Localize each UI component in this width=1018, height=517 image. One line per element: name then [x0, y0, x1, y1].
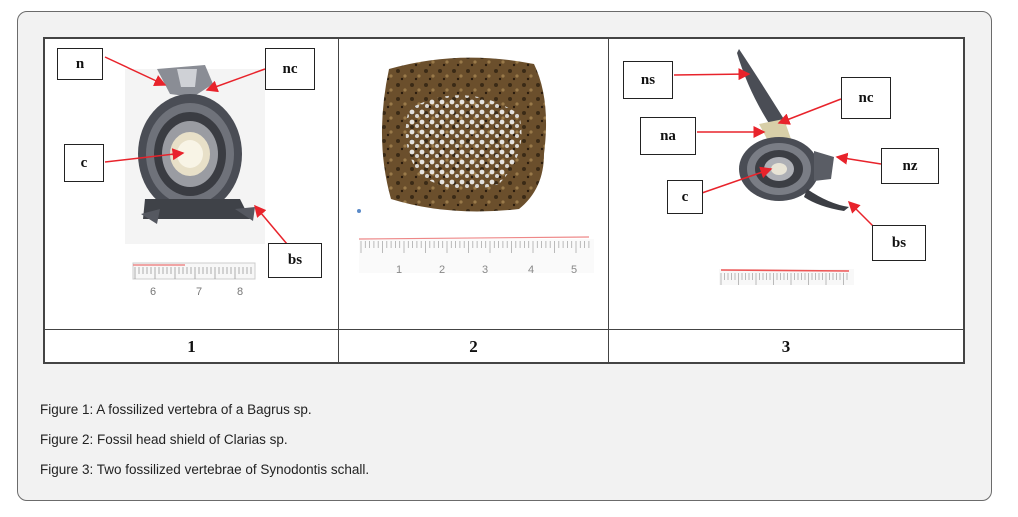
label-nc: nc — [841, 77, 891, 119]
panel-2: 1 2 3 4 5 — [339, 39, 609, 329]
label-ns: ns — [623, 61, 673, 99]
label-bs: bs — [872, 225, 926, 261]
figure-table: n nc c bs 6 7 8 — [43, 37, 965, 364]
ruler-1 — [132, 262, 256, 280]
ruler-1-tick-b: 7 — [196, 286, 203, 298]
panel-3: ns nc na nz c bs — [609, 39, 963, 329]
ruler-1-tick-c: 8 — [237, 286, 244, 298]
ruler-2-tick-3: 3 — [482, 264, 489, 276]
caption-figure-3: Figure 3: Two fossilized vertebrae of Sy… — [40, 462, 370, 477]
label-n: n — [57, 48, 103, 80]
label-nc: nc — [265, 48, 315, 90]
ruler-2-tick-2: 2 — [439, 264, 446, 276]
label-bs: bs — [268, 243, 322, 278]
label-c: c — [64, 144, 104, 182]
head-shield-image — [357, 57, 594, 273]
label-na: na — [640, 117, 696, 155]
panel-1: n nc c bs 6 7 8 — [45, 39, 339, 329]
panel-number-1: 1 — [45, 330, 339, 363]
panel-number-2: 2 — [339, 330, 609, 363]
label-nz: nz — [881, 148, 939, 184]
ruler-3 — [719, 269, 854, 285]
panel-number-3: 3 — [781, 337, 791, 356]
caption-figure-1: Figure 1: A fossilized vertebra of a Bag… — [40, 402, 312, 417]
ruler-2-tick-1: 1 — [396, 264, 403, 276]
label-c: c — [667, 180, 703, 214]
panel-number-row: 1 2 3 — [45, 329, 963, 363]
vertebra-1-image — [104, 56, 288, 280]
vertebra-3-image — [673, 49, 882, 285]
ruler-2-tick-5: 5 — [571, 264, 578, 276]
ruler-2-tick-4: 4 — [528, 264, 535, 276]
caption-figure-2: Figure 2: Fossil head shield of Clarias … — [40, 432, 288, 447]
ruler-1-tick-a: 6 — [150, 286, 157, 298]
